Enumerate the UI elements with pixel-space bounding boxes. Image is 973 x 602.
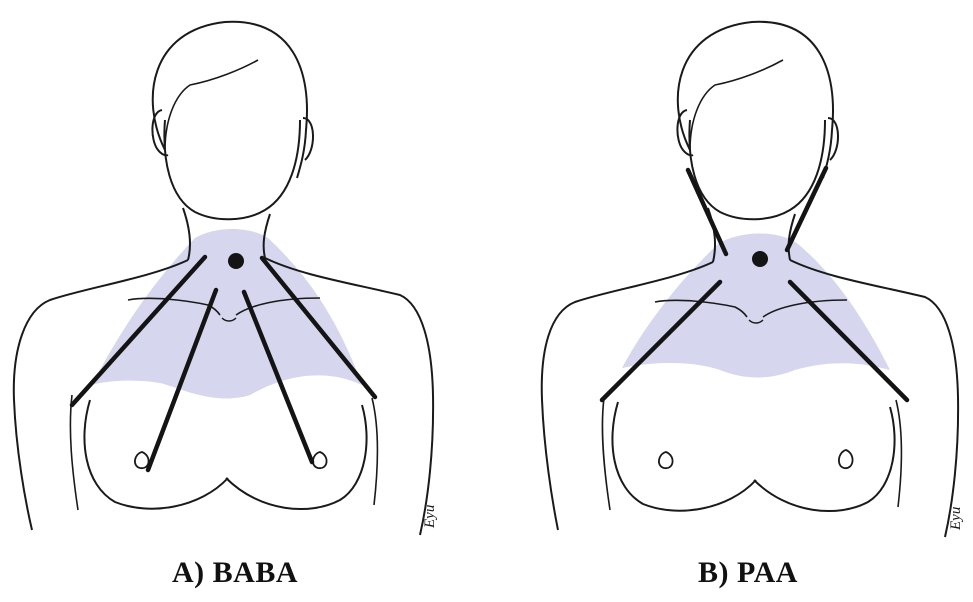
panel-b-right-arm-line xyxy=(896,400,902,507)
panel-b-face xyxy=(689,120,825,219)
panel-a-left-arm-line xyxy=(70,395,78,510)
panel-b-left-breast xyxy=(612,402,756,511)
panel-b-access-dot xyxy=(752,251,768,267)
panel-a-face xyxy=(164,120,300,219)
panel-a-right-arm-line xyxy=(372,398,378,505)
panel-a-access-dot xyxy=(228,253,244,269)
panel-b-right-nipple xyxy=(839,450,853,468)
panel-b-left-arm-line xyxy=(602,398,610,510)
panel-a-signature: Eyu xyxy=(422,505,438,529)
panel-b-figure xyxy=(542,22,958,537)
panel-a-right-nipple xyxy=(313,452,327,468)
panel-a-hair-strand xyxy=(165,60,258,150)
panel-b-left-nipple xyxy=(659,452,673,468)
panel-a-caption: A) BABA xyxy=(172,556,298,590)
panel-b-signature: Eyu xyxy=(948,507,964,531)
panel-a-figure xyxy=(14,22,433,535)
panel-b-hair-strand xyxy=(690,60,783,150)
panel-b-caption: B) PAA xyxy=(698,556,798,590)
panel-a-shaded-area xyxy=(92,229,362,398)
panel-a-left-nipple xyxy=(135,452,149,468)
panel-b-right-breast xyxy=(754,407,895,511)
